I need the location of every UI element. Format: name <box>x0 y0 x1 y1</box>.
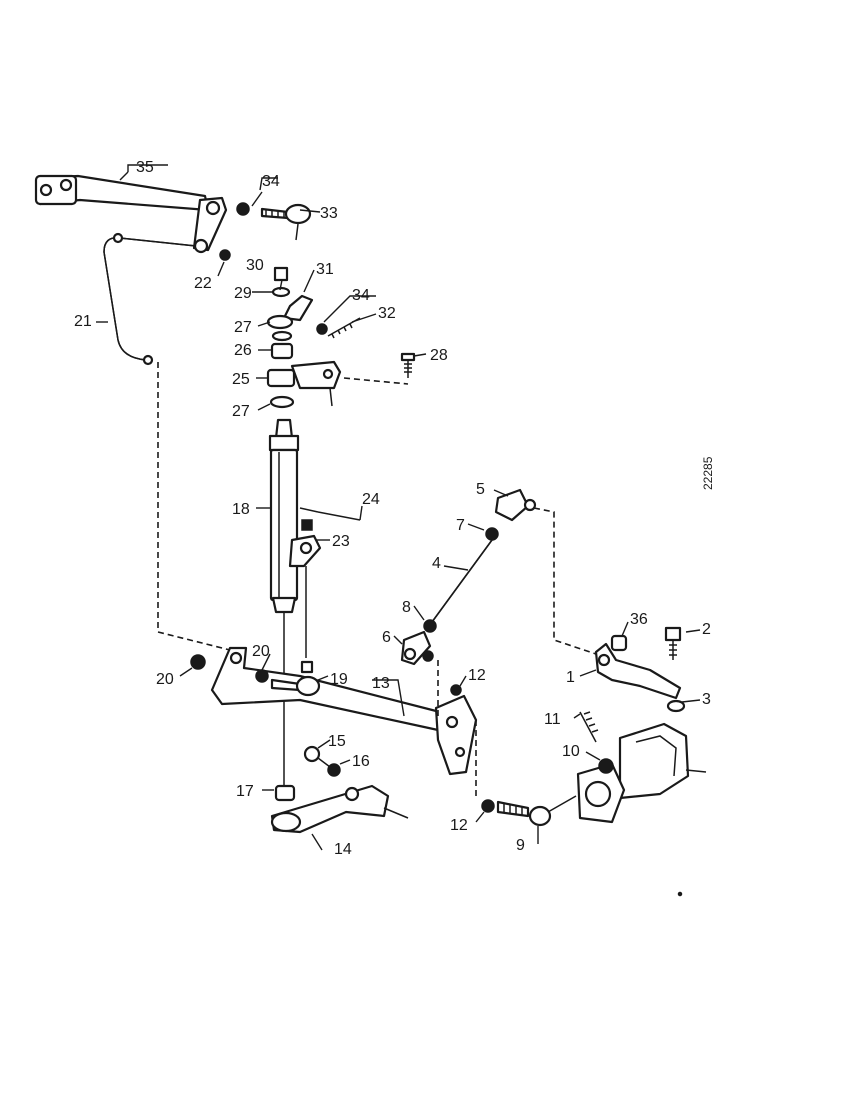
callout-27-bottom: 27 <box>232 403 250 420</box>
callout-16: 16 <box>352 753 370 770</box>
callout-36: 36 <box>630 611 648 628</box>
callout-27-top: 27 <box>234 319 252 336</box>
reference-code: 22285 <box>701 456 715 490</box>
cylinder-bracket <box>288 507 361 658</box>
callout-11: 11 <box>544 711 561 728</box>
stray-mark <box>677 891 683 897</box>
callout-22: 22 <box>194 275 212 292</box>
callout-19: 19 <box>330 671 348 688</box>
callout-4: 4 <box>432 555 441 572</box>
dashed-guide-rod <box>157 362 231 651</box>
callout-7: 7 <box>456 517 465 534</box>
callout-34-top: 34 <box>262 173 280 190</box>
mounting-bracket <box>594 626 686 713</box>
upper-hardware <box>219 202 416 409</box>
callout-2: 2 <box>702 621 711 638</box>
callout-15: 15 <box>328 733 346 750</box>
callout-21: 21 <box>74 313 92 330</box>
callout-23: 23 <box>332 533 350 550</box>
callout-6: 6 <box>382 629 391 646</box>
bottom-lever <box>270 745 409 834</box>
callout-20-right: 20 <box>252 643 270 660</box>
callout-14: 14 <box>334 841 352 858</box>
callout-24: 24 <box>362 491 380 508</box>
callout-33: 33 <box>320 205 338 222</box>
lower-link <box>190 646 478 800</box>
callout-28: 28 <box>430 347 448 364</box>
callout-3: 3 <box>702 691 711 708</box>
callout-13: 13 <box>372 675 390 692</box>
callout-26: 26 <box>234 342 252 359</box>
callout-29: 29 <box>234 285 252 302</box>
shift-cylinder <box>268 418 300 790</box>
vertical-rod <box>103 232 197 366</box>
callout-8: 8 <box>402 599 411 616</box>
callout-10: 10 <box>562 743 580 760</box>
callout-20-left: 20 <box>156 671 174 688</box>
callout-labels: 35 34 33 22 30 31 29 34 32 21 27 26 28 2… <box>74 159 711 858</box>
callout-1: 1 <box>566 669 575 686</box>
callout-34-mid: 34 <box>352 287 370 304</box>
leader-lines <box>96 164 701 851</box>
upper-shift-lever <box>34 174 228 254</box>
diagonal-rod <box>400 488 597 666</box>
callout-18: 18 <box>232 501 250 518</box>
callout-12-top: 12 <box>468 667 486 684</box>
callout-9: 9 <box>516 837 525 854</box>
callout-30: 30 <box>246 257 264 274</box>
callout-12-bottom: 12 <box>450 817 468 834</box>
callout-31: 31 <box>316 261 334 278</box>
callout-5: 5 <box>476 481 485 498</box>
callout-25: 25 <box>232 371 250 388</box>
callout-32: 32 <box>378 305 396 322</box>
gearbox-housing <box>481 711 707 827</box>
callout-35: 35 <box>136 159 154 176</box>
callout-17: 17 <box>236 783 254 800</box>
